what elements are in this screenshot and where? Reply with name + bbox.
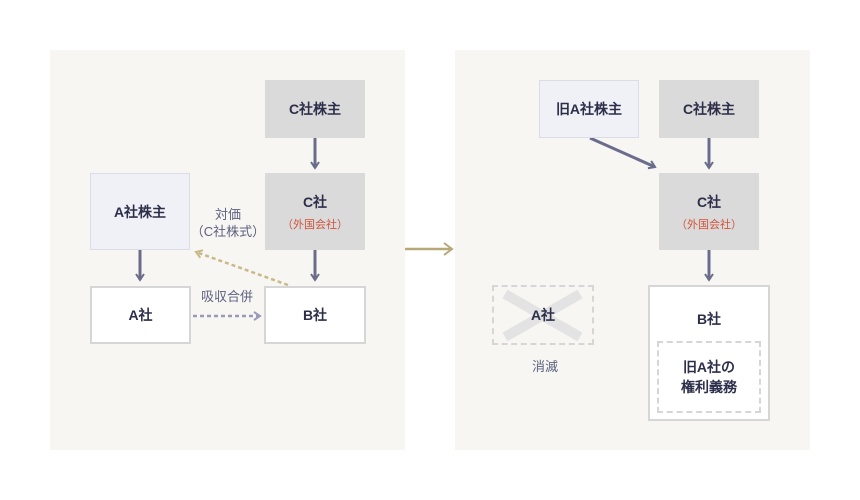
consideration-line1: 対価 (214, 207, 241, 222)
rights-obligations-box: 旧A社の 権利義務 (657, 341, 761, 413)
c-shareholders-box: C社株主 (265, 80, 365, 138)
a-shareholders-label: A社株主 (113, 203, 167, 220)
consideration-arrow (194, 249, 289, 287)
a-company-box: A社 (90, 286, 191, 344)
old-a-shareholders-label: 旧A社株主 (555, 101, 623, 117)
foreign-company-note-after: （外国会社） (676, 218, 742, 231)
c-shareholders-label-after: C社株主 (682, 101, 736, 117)
c-shareholders-box-after: C社株主 (659, 80, 759, 138)
b-company-label: B社 (302, 307, 328, 323)
b-company-box: B社 (264, 286, 366, 344)
c-shareholders-label: C社株主 (288, 101, 342, 117)
extinct-a-company-label: A社 (530, 307, 556, 323)
arrow-olda-to-c (589, 136, 657, 170)
c-company-box: C社 （外国会社） (265, 173, 365, 250)
consideration-label: 対価 （C社株式） (188, 206, 268, 240)
b-company-box-after: B社 (648, 285, 770, 421)
extinct-label: 消滅 (531, 359, 558, 374)
rights-line1: 旧A社の (682, 359, 736, 375)
a-company-label: A社 (128, 307, 153, 323)
rights-line2: 権利義務 (681, 379, 737, 395)
b-company-label-after: B社 (696, 311, 722, 327)
c-company-label: C社 (302, 193, 328, 210)
extinct-a-company-box: A社 (492, 285, 594, 345)
a-shareholders-box: A社株主 (90, 173, 190, 250)
foreign-company-note: （外国会社） (282, 218, 348, 231)
old-a-shareholders-box: 旧A社株主 (539, 80, 639, 138)
extinct-cross-line (502, 289, 583, 342)
c-company-box-after: C社 （外国会社） (659, 173, 759, 250)
c-company-label-after: C社 (696, 193, 722, 210)
consideration-line2: （C社株式） (190, 224, 266, 239)
merger-label: 吸収合併 (200, 289, 253, 304)
